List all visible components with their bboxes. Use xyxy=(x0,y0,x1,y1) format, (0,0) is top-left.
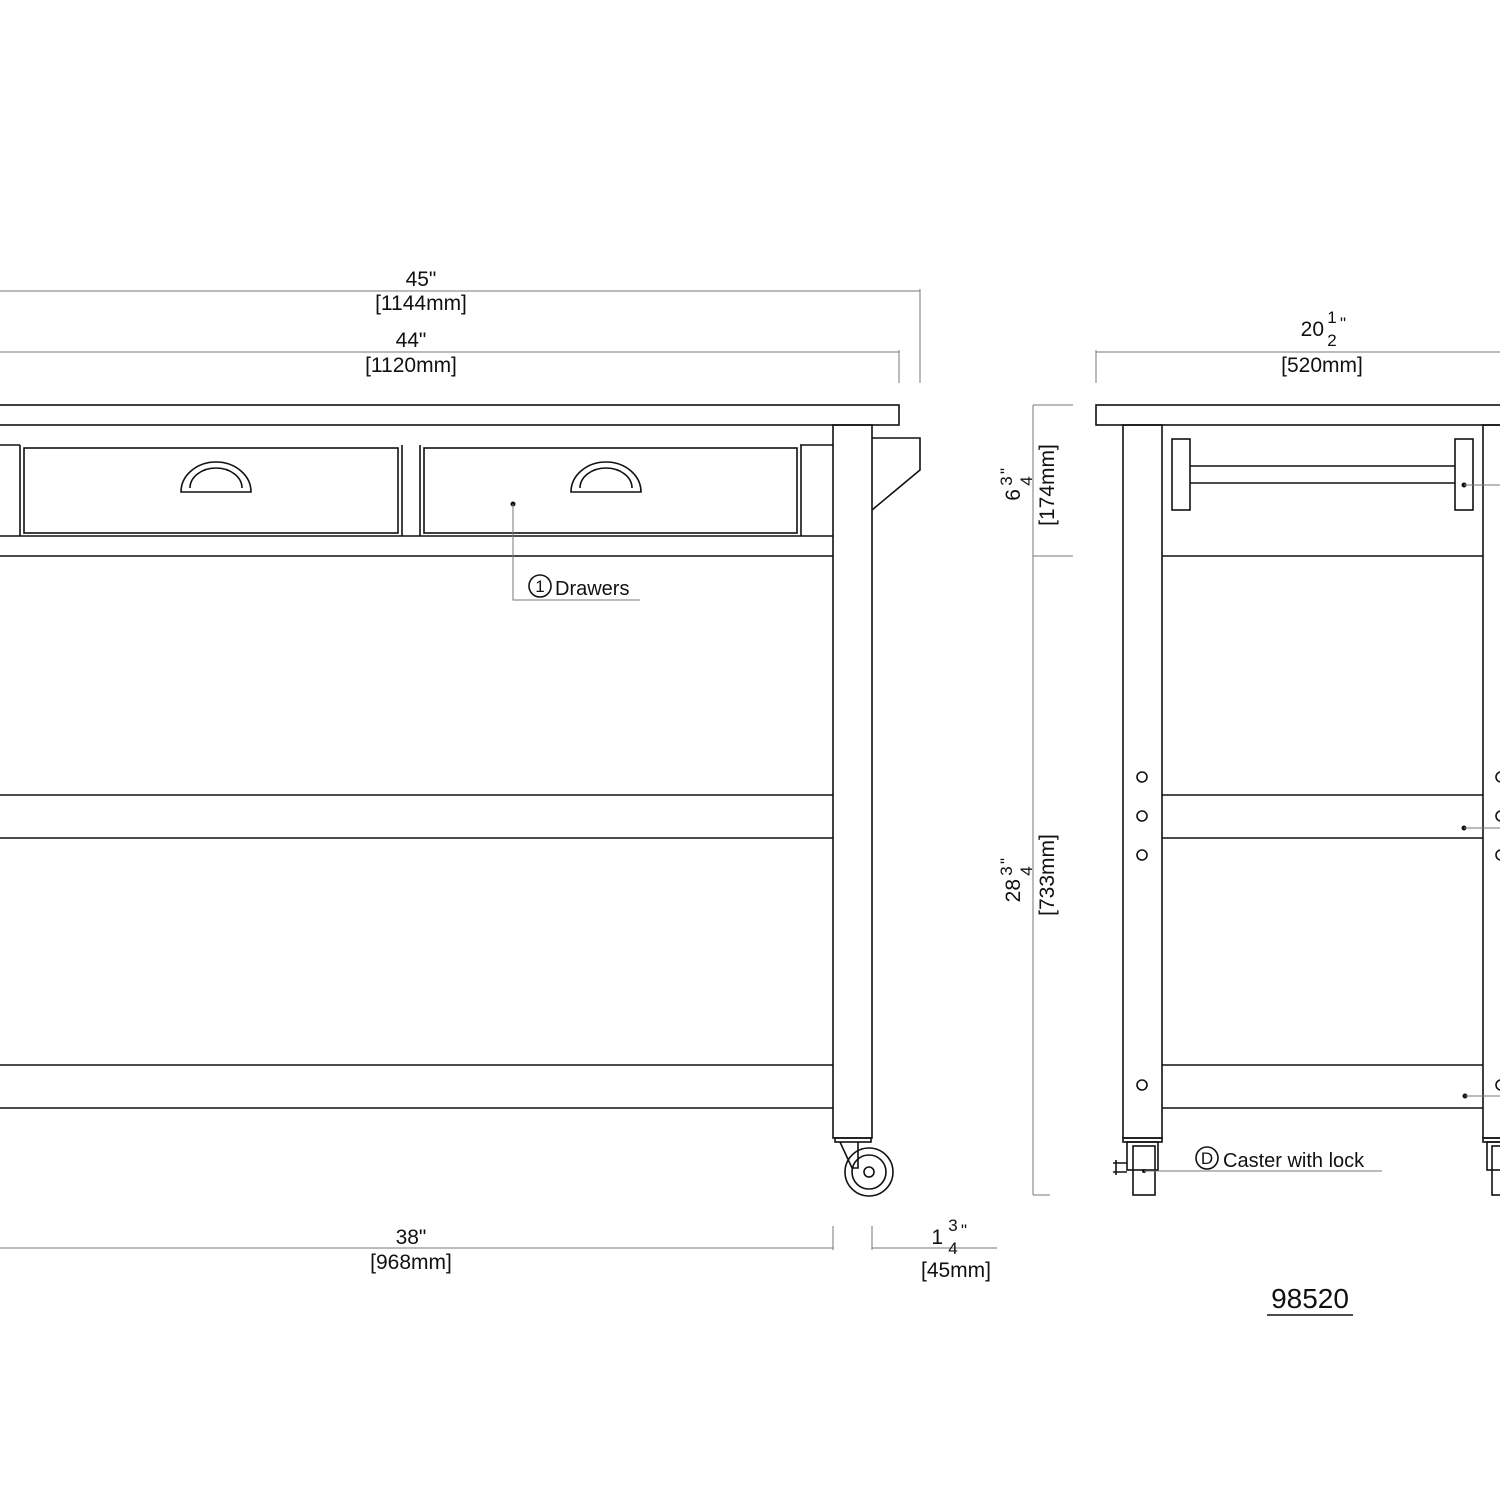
depth-numerator: 1 xyxy=(1327,308,1336,327)
leg-width-metric: [45mm] xyxy=(921,1259,991,1282)
height-dimensions: 6 3 4 " [174mm] 28 3 4 " [733mm] xyxy=(997,404,1073,1196)
leg-height-numerator: 3 xyxy=(997,866,1016,875)
caster-label: Caster with lock xyxy=(1223,1150,1365,1172)
model-number: 98520 xyxy=(1271,1283,1349,1314)
depth-metric: [520mm] xyxy=(1281,354,1363,377)
caster-wheel-icon xyxy=(834,1137,894,1197)
side-view: D Caster with lock 20 1 2 " [520mm] xyxy=(1095,308,1500,1196)
drawer-left xyxy=(23,447,399,534)
callout-marker-circle xyxy=(1195,1146,1219,1170)
depth-unit: " xyxy=(1340,314,1346,333)
leg-width-denominator: 4 xyxy=(948,1239,957,1258)
apron-height-denominator: 4 xyxy=(1017,476,1036,485)
cup-pull-handle-icon xyxy=(180,461,252,493)
leg-height-denominator: 4 xyxy=(1017,866,1036,875)
depth-whole: 20 xyxy=(1301,318,1324,341)
locking-caster-icon xyxy=(1113,1137,1163,1196)
towel-bar-bracket xyxy=(871,437,921,511)
countertop xyxy=(0,404,900,426)
callout-marker-circle xyxy=(528,574,552,598)
leg-height-metric: [733mm] xyxy=(1036,834,1059,916)
side-countertop xyxy=(1095,404,1500,426)
top-width-metric: [1120mm] xyxy=(365,354,457,377)
apron-height-whole: 6 xyxy=(1002,489,1025,501)
cup-pull-handle-icon xyxy=(570,461,642,493)
inner-span-imperial: 38" xyxy=(396,1226,427,1249)
overall-width-imperial: 45" xyxy=(406,268,437,291)
apron-height-metric: [174mm] xyxy=(1036,444,1059,526)
drawer-right xyxy=(423,447,798,534)
apron-height-numerator: 3 xyxy=(997,476,1016,485)
leg-height-unit: " xyxy=(997,858,1016,864)
drawers-marker: 1 xyxy=(535,577,544,596)
leg-width-unit: " xyxy=(961,1221,967,1240)
leg-width-numerator: 3 xyxy=(948,1216,957,1235)
towel-bar-icon xyxy=(1171,438,1474,511)
shelf-peg-holes xyxy=(1136,771,1500,1091)
depth-denominator: 2 xyxy=(1327,331,1336,350)
leg-width-whole: 1 xyxy=(931,1226,943,1249)
front-right-leg xyxy=(832,424,873,1139)
caster-marker: D xyxy=(1201,1149,1213,1168)
apron-height-unit: " xyxy=(997,468,1016,474)
inner-span-metric: [968mm] xyxy=(370,1251,452,1274)
drawers-label: Drawers xyxy=(555,578,629,600)
front-view: 1 Drawers 45" [1144mm] 44" [1120mm] 38" … xyxy=(0,268,997,1282)
callout-leader xyxy=(512,504,640,601)
overall-width-metric: [1144mm] xyxy=(375,292,467,315)
leg-height-whole: 28 xyxy=(1002,879,1025,902)
top-width-imperial: 44" xyxy=(396,329,427,352)
locking-caster-icon xyxy=(1482,1137,1500,1196)
